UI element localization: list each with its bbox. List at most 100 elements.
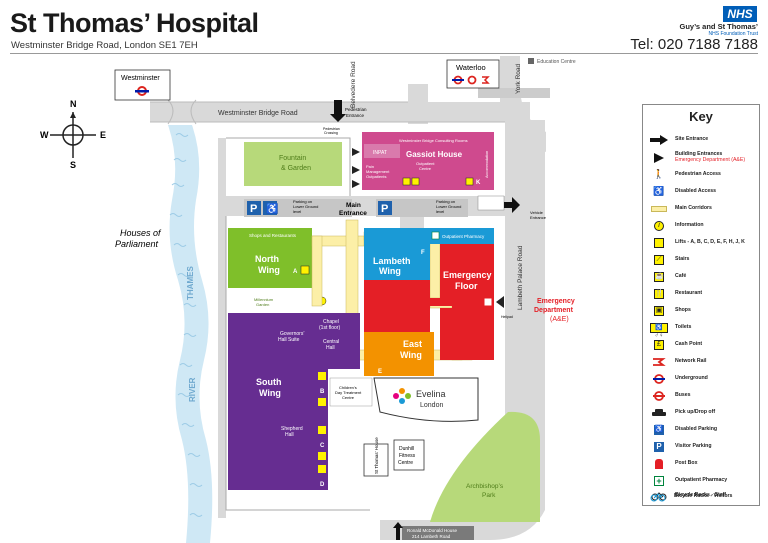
telephone-number[interactable]: Tel: 020 7188 7188	[630, 36, 758, 53]
key-item-site-entrance: Site Entrance	[649, 133, 757, 146]
shepherd-hall-label: Hall	[285, 432, 294, 438]
compass-north: N	[70, 99, 77, 109]
car-icon	[649, 407, 669, 418]
lift-letter: D	[320, 482, 325, 488]
key-item-disabled-parking: ♿ Disabled Parking	[649, 423, 757, 436]
road-label-york: York Road	[515, 64, 522, 94]
lambeth-wing[interactable]	[364, 228, 430, 280]
shops-restaurants-label: Shops and Restaurants	[249, 233, 297, 238]
underground-icon	[649, 373, 669, 384]
key-item-post-box: Post Box	[649, 457, 757, 470]
pharmacy-icon	[431, 231, 440, 240]
toilets-icon: ♿♂♀	[649, 322, 669, 339]
evelina-london[interactable]	[373, 377, 479, 422]
building-entrance-icon	[649, 152, 669, 163]
central-hall-label: Hall	[326, 345, 335, 351]
header: St Thomas’ Hospital Westminster Bridge R…	[0, 0, 768, 60]
main-entrance-label: Entrance	[339, 210, 367, 217]
network-rail-icon	[482, 76, 490, 84]
ronald-mcdonald-house[interactable]	[402, 526, 474, 540]
bus-icon	[649, 390, 669, 401]
svg-text:♿: ♿	[266, 202, 278, 215]
compass-south: S	[70, 160, 76, 170]
dunhill-label: Centre	[398, 460, 413, 466]
bicycle-icon	[649, 490, 669, 501]
bus-icon	[467, 75, 477, 85]
pharmacy-icon: +	[649, 475, 669, 486]
vehicle-entrance-label: Entrance	[530, 215, 547, 220]
building-entrance-icon	[352, 180, 360, 188]
south-wing-label: Wing	[259, 388, 281, 398]
parking-lower-label: Parking on	[293, 199, 312, 204]
lift-icon	[465, 177, 474, 186]
south-wing-label: South	[256, 377, 282, 387]
north-wing-label: Wing	[258, 265, 280, 275]
evelina-label: London	[420, 402, 443, 409]
road-label-education-centre: Education Centre	[537, 59, 576, 65]
trust-subtitle: NHS Foundation Trust	[708, 31, 758, 37]
central-hall-label: Central	[323, 339, 339, 345]
river-thames	[168, 125, 213, 543]
dunhill-fitness-centre[interactable]	[393, 439, 425, 471]
shepherd-hall-label: Shepherd	[281, 426, 303, 432]
road-label-westminster-bridge: Westminster Bridge Road	[218, 110, 298, 117]
emergency-floor[interactable]	[364, 280, 430, 332]
south-wing[interactable]	[228, 313, 328, 490]
lift-letter: K	[476, 180, 481, 186]
ronald-mcdonald-label: 214 Lambeth Road	[412, 534, 451, 539]
key-item-shops: ▣ Shops	[649, 304, 757, 317]
evelina-logo	[393, 388, 411, 404]
north-wing[interactable]	[228, 228, 312, 288]
westminster-station-box[interactable]: Westminster	[114, 69, 171, 101]
site-map[interactable]: THAMES RIVER Westminster Bridge Road Bel…	[0, 54, 768, 543]
outpatient-centre-label: Outpatient	[416, 161, 435, 166]
childrens-day-treatment[interactable]	[329, 377, 373, 407]
lift-icon	[300, 265, 310, 275]
waterloo-station-box[interactable]: Waterloo	[446, 59, 500, 89]
east-wing[interactable]	[364, 332, 434, 376]
emergency-entrance-icon	[483, 297, 493, 307]
outpatient-pharmacy-label: Outpatient Pharmacy	[442, 234, 485, 239]
childrens-day-label: Day Treatment	[335, 390, 362, 395]
river-label-thames: THAMES	[186, 266, 195, 300]
site-boundary	[225, 137, 370, 511]
lambeth-wing-label: Wing	[379, 266, 401, 276]
key-item-pick-up: Pick up/Drop off	[649, 406, 757, 419]
visitor-parking-icon: P	[649, 441, 669, 452]
svg-text:P: P	[381, 203, 388, 215]
building-entrance-icon	[496, 296, 504, 308]
lift-letter: C	[320, 443, 325, 449]
key-item-toilets: ♿♂♀ Toilets	[649, 321, 757, 339]
key-item-cafe: ☕ Café	[649, 270, 757, 283]
outpatient-centre-label: Centre	[419, 166, 432, 171]
childrens-day-label: Children’s	[339, 385, 357, 390]
pain-management-label: Pain	[366, 164, 374, 169]
key-item-network-rail: Network Rail	[649, 355, 757, 368]
key-item-bicycle-visitors: Bicycle Racks - Visitors	[648, 490, 756, 503]
pick-up-drop-off	[477, 195, 505, 211]
parking-lower-label: level	[293, 209, 301, 214]
lift-column	[318, 372, 326, 473]
archbishops-park-label: Archbishop’s	[466, 483, 504, 490]
stairs-icon	[411, 177, 420, 186]
east-wing-label: Wing	[400, 350, 422, 360]
pedestrian-entrance-label: Pedestrian	[345, 107, 367, 112]
dunhill-label: Fitness	[399, 453, 416, 459]
trust-name: Guy’s and St Thomas’	[679, 22, 759, 31]
lift-letter: A	[293, 269, 298, 275]
pedestrian-crossing-label: Pedestrian	[323, 127, 340, 131]
road-label-belvedere: Belvedere Road	[350, 61, 357, 108]
pedestrian-crossing-label: Crossing	[324, 131, 338, 135]
st-thomas-house[interactable]	[363, 443, 389, 477]
river-waves	[169, 133, 203, 517]
shops-icon: ▣	[654, 305, 664, 316]
key-title: Key	[689, 109, 713, 124]
consulting-rooms-label: Westminster Bridge Consulting Rooms	[399, 138, 468, 143]
millennium-garden-label: Garden	[256, 302, 269, 307]
vehicle-entrance-label: Vehicle	[530, 210, 544, 215]
wheelchair-icon: ♿	[653, 186, 665, 196]
inpat-label: INPAT	[373, 150, 387, 156]
disabled-parking-icon	[263, 201, 277, 215]
lift-letter: E	[378, 369, 382, 375]
